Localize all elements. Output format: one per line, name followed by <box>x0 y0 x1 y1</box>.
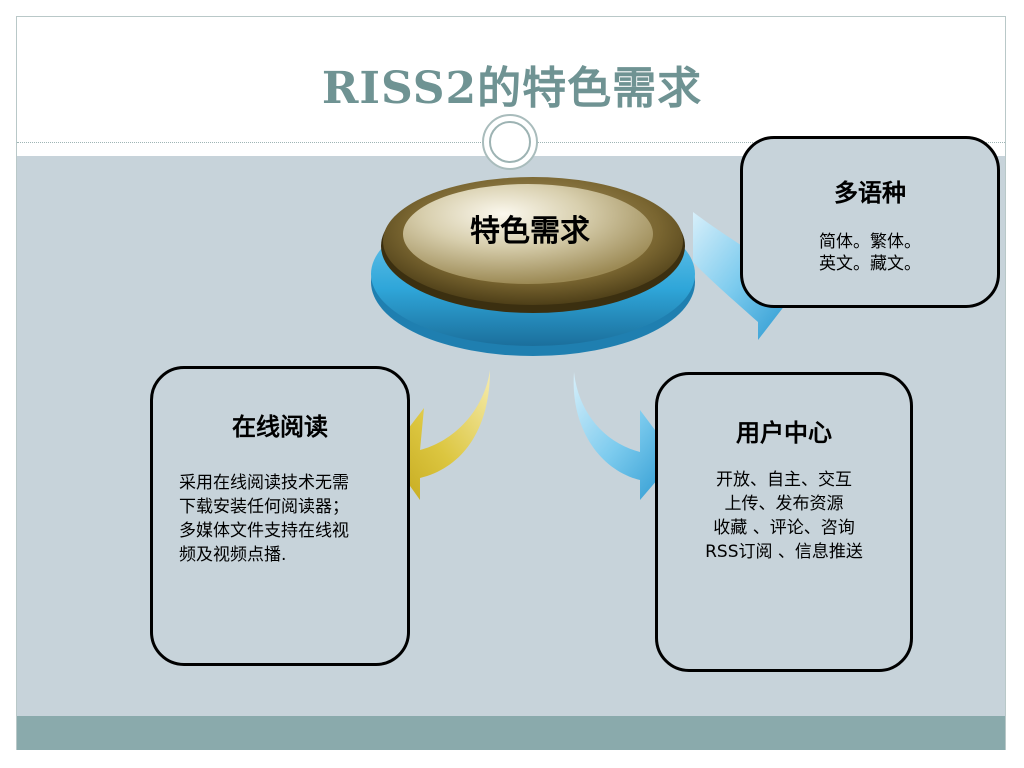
reading-box: 在线阅读 采用在线阅读技术无需 下载安装任何阅读器； 多媒体文件支持在线视 频及… <box>150 366 410 666</box>
multilang-line: 英文。藏文。 <box>819 254 921 274</box>
slide-title: RISS2的特色需求 <box>321 63 703 114</box>
arrow-to-usercenter-icon <box>573 372 676 500</box>
usercenter-line: 上传、发布资源 <box>724 494 844 514</box>
reading-line: 采用在线阅读技术无需 <box>179 473 349 493</box>
arrow-to-reading-icon <box>388 370 490 500</box>
divider-ring-inner <box>489 121 531 163</box>
reading-line: 下载安装任何阅读器； <box>179 497 349 517</box>
center-disc-icon <box>371 177 695 356</box>
usercenter-title: 用户中心 <box>736 419 832 447</box>
reading-title: 在线阅读 <box>232 413 328 441</box>
footer-band <box>17 716 1005 750</box>
reading-line: 频及视频点播. <box>179 545 287 565</box>
usercenter-box: 用户中心 开放、自主、交互 上传、发布资源 收藏 、评论、咨询 RSS订阅 、信… <box>655 372 913 672</box>
usercenter-line: 收藏 、评论、咨询 <box>713 518 855 538</box>
multilang-line: 简体。繁体。 <box>819 232 921 252</box>
multilang-box: 多语种 简体。繁体。 英文。藏文。 <box>740 136 1000 308</box>
reading-line: 多媒体文件支持在线视 <box>179 521 349 541</box>
usercenter-line: RSS订阅 、信息推送 <box>705 542 863 562</box>
multilang-title: 多语种 <box>834 179 906 207</box>
center-label: 特色需求 <box>470 214 590 249</box>
usercenter-line: 开放、自主、交互 <box>716 470 852 490</box>
